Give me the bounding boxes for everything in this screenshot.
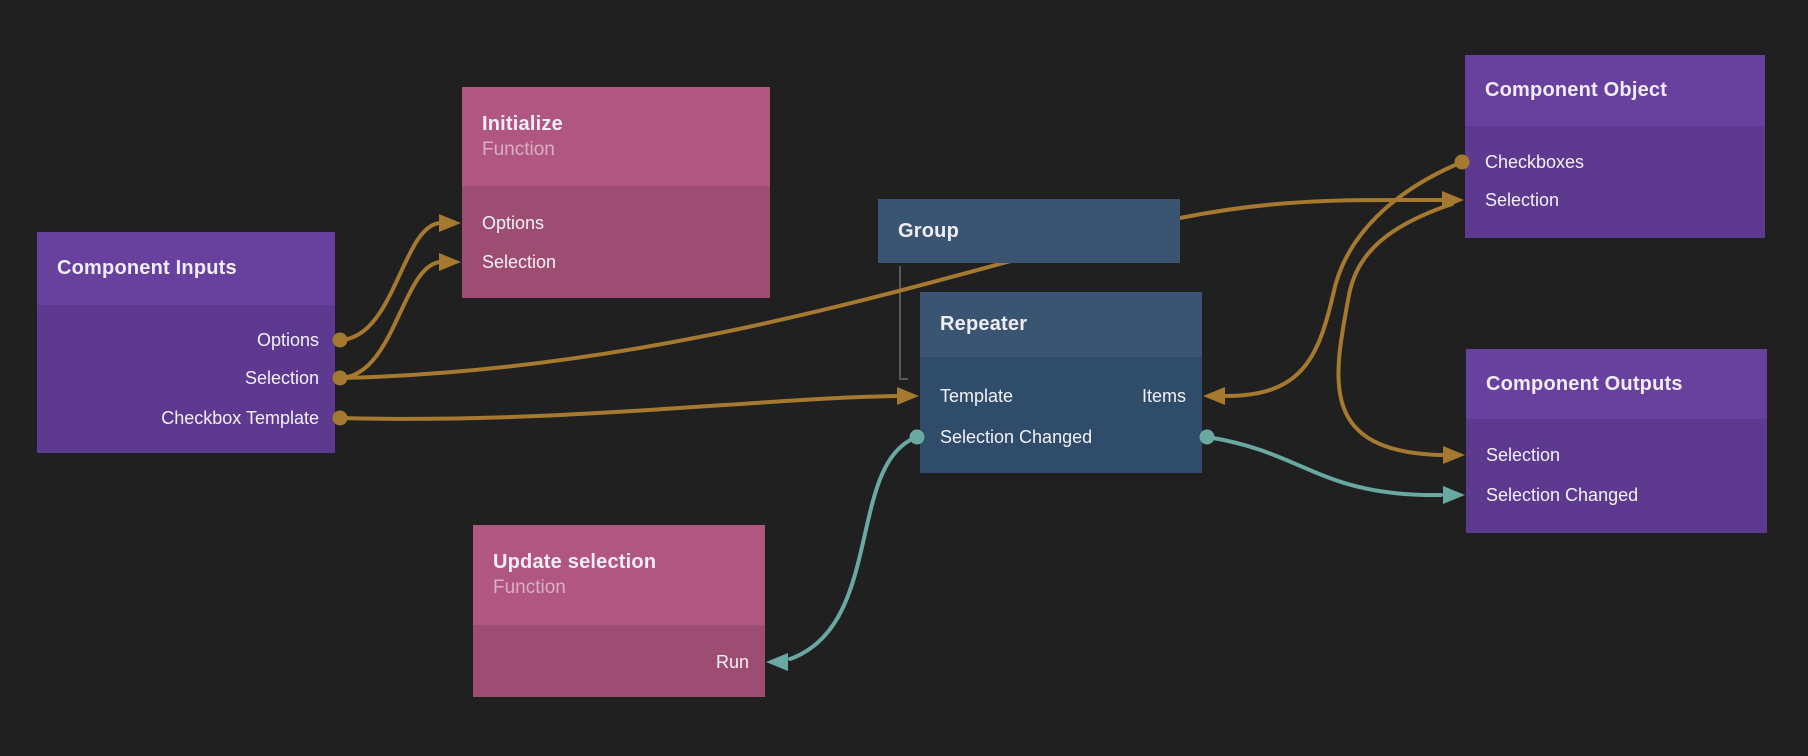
node-title: Component Object <box>1485 79 1668 101</box>
node-body <box>920 357 1202 473</box>
port-update-selection-run[interactable]: Run <box>715 652 749 672</box>
node-subtitle: Function <box>482 138 555 160</box>
port-repeater-selection-changed[interactable]: Selection Changed <box>940 427 1093 447</box>
connection-repeater-selection-changed-to-update-selection-run[interactable] <box>788 435 919 661</box>
connection-component-object-selection-to-component-outputs-selection[interactable] <box>1336 202 1454 457</box>
port-arrow-initialize-options[interactable] <box>439 214 461 232</box>
port-component-outputs-selection[interactable]: Selection <box>1486 445 1561 465</box>
node-title: Component Outputs <box>1486 372 1683 395</box>
port-initialize-selection[interactable]: Selection <box>482 252 557 272</box>
node-body <box>37 305 335 453</box>
hierarchy-connector-group-repeater <box>899 266 908 380</box>
node-title: Group <box>898 219 959 242</box>
node-header[interactable]: Component Outputs <box>1466 349 1767 419</box>
port-dot-component-object-checkboxes[interactable] <box>1454 154 1470 170</box>
port-dot-component-inputs-checkbox-template[interactable] <box>332 410 348 426</box>
node-body <box>473 625 765 697</box>
port-repeater-template[interactable]: Template <box>940 386 1014 406</box>
node-header[interactable]: Group <box>878 199 1180 263</box>
port-arrow-component-object-selection[interactable] <box>1442 191 1464 209</box>
connection-component-object-checkboxes-to-repeater-items[interactable] <box>1224 160 1464 398</box>
port-component-inputs-options[interactable]: Options <box>256 330 319 350</box>
port-repeater-items[interactable]: Items <box>1141 386 1186 406</box>
connection-component-inputs-checkbox-template-to-repeater-template[interactable] <box>338 394 899 421</box>
node-body <box>462 186 770 298</box>
node-title: Component Inputs <box>57 257 237 279</box>
port-initialize-options[interactable]: Options <box>482 213 545 233</box>
port-arrow-update-selection-run[interactable] <box>766 653 788 671</box>
node-title: Initialize <box>482 112 563 135</box>
port-component-inputs-checkbox-template[interactable]: Checkbox Template <box>161 408 319 428</box>
node-header[interactable]: Component Object <box>1465 55 1765 126</box>
port-arrow-component-outputs-selection[interactable] <box>1443 446 1465 464</box>
port-component-object-checkboxes[interactable]: Checkboxes <box>1485 152 1585 172</box>
port-component-outputs-selection-changed[interactable]: Selection Changed <box>1486 485 1639 505</box>
connection-component-inputs-selection-to-initialize-selection[interactable] <box>338 260 442 380</box>
node-header[interactable]: Repeater <box>920 292 1202 357</box>
port-arrow-component-outputs-selection-changed[interactable] <box>1443 486 1465 504</box>
port-arrow-repeater-items[interactable] <box>1203 387 1225 405</box>
node-title: Update selection <box>493 551 657 573</box>
port-component-inputs-selection[interactable]: Selection <box>244 368 319 388</box>
node-body <box>1465 126 1765 238</box>
node-group[interactable]: Group <box>878 199 1180 263</box>
port-component-object-selection[interactable]: Selection <box>1485 190 1560 210</box>
port-arrow-repeater-template[interactable] <box>897 387 919 405</box>
connection-repeater-selection-changed-to-component-outputs-selection-changed[interactable] <box>1205 435 1443 498</box>
port-dot-repeater-selection-changed[interactable] <box>909 429 925 445</box>
node-title: Repeater <box>940 313 1028 335</box>
node-subtitle: Function <box>493 577 566 598</box>
port-arrow-initialize-selection[interactable] <box>439 253 461 271</box>
connection-component-inputs-options-to-initialize-options[interactable] <box>338 221 442 342</box>
node-body <box>1466 419 1767 533</box>
port-dot-component-inputs-selection[interactable] <box>332 370 348 386</box>
node-header[interactable]: Component Inputs <box>37 232 335 305</box>
port-dot-component-inputs-options[interactable] <box>332 332 348 348</box>
port-dot-repeater[interactable] <box>1199 429 1215 445</box>
